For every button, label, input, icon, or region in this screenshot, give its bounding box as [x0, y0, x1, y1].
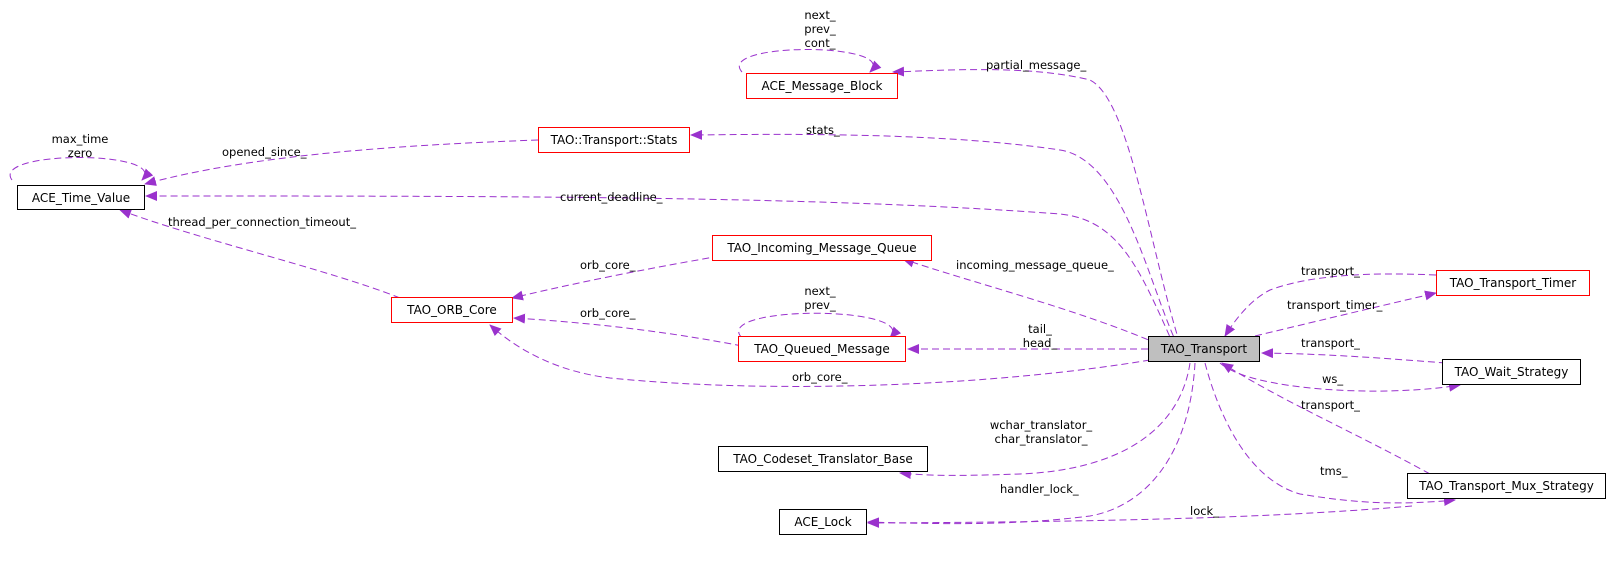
edge-amb-self	[738, 49, 882, 73]
edge-stats	[690, 129, 1179, 347]
node-tao-queued-message[interactable]: TAO_Queued_Message	[738, 336, 906, 362]
edge-label-prev: prev_	[804, 22, 836, 36]
edge-transport-orb-core	[489, 324, 1151, 387]
edge-label-opened-since: opened_since_	[222, 145, 307, 159]
edge-label-current-deadline: current_deadline_	[560, 190, 663, 204]
node-ace-message-block[interactable]: ACE_Message_Block	[746, 73, 898, 99]
edge-label-incoming-queue: incoming_message_queue_	[956, 258, 1114, 272]
edge-label-mux-transport: transport_	[1301, 398, 1360, 412]
edge-label-tms: tms_	[1320, 464, 1348, 478]
edge-tms	[1204, 362, 1456, 506]
edge-mux-transport	[1221, 362, 1431, 475]
node-tao-wait-strategy[interactable]: TAO_Wait_Strategy	[1442, 359, 1581, 385]
node-ace-lock[interactable]: ACE_Lock	[779, 509, 867, 535]
edge-label-thread-timeout: thread_per_connection_timeout_	[168, 215, 356, 229]
edge-lock	[867, 505, 1413, 528]
edge-label-imq-orb-core: orb_core_	[580, 258, 636, 272]
node-tao-transport-timer[interactable]: TAO_Transport_Timer	[1436, 270, 1590, 296]
edge-atv-self	[9, 157, 154, 181]
edge-handler-lock	[867, 362, 1196, 528]
edge-label-handler-lock: handler_lock_	[1000, 482, 1079, 496]
edge-label-lock: lock_	[1190, 504, 1219, 518]
node-tao-transport[interactable]: TAO_Transport	[1148, 336, 1260, 362]
edge-label-timer-transport: transport_	[1301, 264, 1360, 278]
edge-label-qm-prev: prev_	[804, 298, 836, 312]
edge-label-transport-orb-core: orb_core_	[792, 370, 848, 384]
node-ace-time-value[interactable]: ACE_Time_Value	[17, 185, 145, 210]
edge-ws	[1219, 362, 1461, 392]
node-tao-codeset-translator-base[interactable]: TAO_Codeset_Translator_Base	[718, 446, 928, 472]
edge-label-zero: zero	[67, 146, 93, 160]
node-tao-transport-mux-strategy[interactable]: TAO_Transport_Mux_Strategy	[1407, 473, 1606, 499]
edge-label-transport-timer: transport_timer_	[1287, 298, 1383, 312]
edge-thread-timeout	[119, 209, 401, 299]
edge-label-next: next_	[804, 8, 836, 22]
edge-label-head: head_	[1022, 336, 1058, 350]
edge-qm-self	[738, 312, 902, 339]
node-tao-transport-stats[interactable]: TAO::Transport::Stats	[538, 127, 690, 153]
edge-label-tail: tail_	[1028, 322, 1052, 336]
edge-label-qm-self: next_ prev_	[800, 284, 840, 312]
edge-label-translators: wchar_translator_ char_translator_	[986, 418, 1096, 446]
edge-label-char-translator: char_translator_	[994, 432, 1088, 446]
edge-qm-orb-core	[513, 313, 743, 347]
edge-label-amb-self: next_ prev_ cont_	[800, 8, 840, 50]
edge-label-wchar-translator: wchar_translator_	[989, 418, 1093, 432]
edge-label-ws: ws_	[1322, 372, 1344, 386]
edge-current-deadline	[145, 191, 1175, 347]
edge-wait-transport	[1261, 348, 1447, 364]
edge-label-max-time: max_time	[51, 132, 109, 146]
edge-label-qm-orb-core: orb_core_	[580, 306, 636, 320]
edge-label-cont: cont_	[804, 36, 836, 50]
edge-incoming-queue	[902, 257, 1159, 345]
edge-translators	[899, 362, 1191, 480]
edge-imq-orb-core	[511, 255, 721, 301]
edge-transport-timer	[1254, 290, 1437, 337]
edge-label-atv-self: max_time zero	[45, 132, 115, 160]
edge-partial-message	[892, 66, 1181, 345]
edge-label-tail-head: tail_ head_	[1015, 322, 1065, 350]
edge-timer-transport	[1224, 273, 1437, 337]
edge-label-wait-transport: transport_	[1301, 336, 1360, 350]
edge-label-qm-next: next_	[804, 284, 836, 298]
node-tao-orb-core[interactable]: TAO_ORB_Core	[391, 297, 513, 323]
edge-label-partial-message: partial_message_	[986, 58, 1087, 72]
edge-label-stats: stats_	[806, 123, 840, 137]
edge-opened-since	[144, 139, 539, 186]
node-tao-incoming-message-queue[interactable]: TAO_Incoming_Message_Queue	[712, 235, 932, 261]
